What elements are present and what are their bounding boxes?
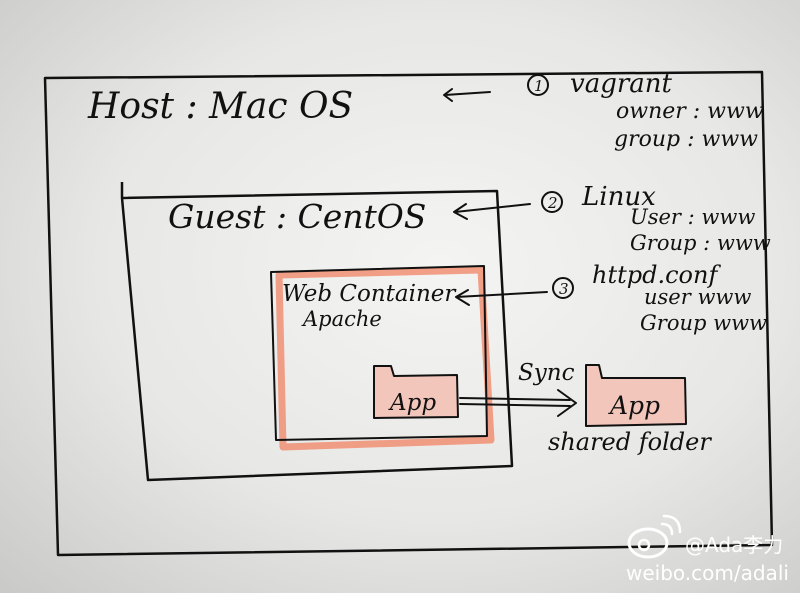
note-2-line2: Group : www <box>630 231 771 255</box>
note-3-number: 3 <box>559 280 569 298</box>
note-1-title: vagrant <box>570 69 673 99</box>
guest-box <box>120 182 514 482</box>
apache-label: Apache <box>301 307 382 331</box>
watermark: @Ada李力 weibo.com/adali <box>626 514 789 585</box>
watermark-url: weibo.com/adali <box>626 561 789 585</box>
web-container-label: Web Container <box>282 281 457 307</box>
note-1-number-circle <box>527 74 549 96</box>
web-container-box <box>270 265 488 441</box>
weibo-icon <box>627 514 682 559</box>
app-folder-shared <box>585 364 687 427</box>
web-container-highlight <box>275 266 495 451</box>
app-label-guest: App <box>388 390 436 416</box>
note-2-number-circle <box>541 191 563 213</box>
note-3-line1: user www <box>644 285 751 309</box>
shared-folder-label: shared folder <box>548 428 712 456</box>
note-3: 3 httpd.conf user www Group www <box>552 261 767 335</box>
note-2: 2 Linux User : www Group : www <box>541 182 771 255</box>
note-3-line2: Group www <box>640 311 767 335</box>
watermark-handle: @Ada李力 <box>685 533 783 557</box>
host-box <box>43 70 774 557</box>
note-1-number: 1 <box>534 77 544 95</box>
note-2-line1: User : www <box>630 205 755 229</box>
host-label: Host : Mac OS <box>87 86 353 127</box>
arrow-linux-guest <box>453 203 531 220</box>
note-1-line1: owner : www <box>616 99 764 124</box>
note-3-title: httpd.conf <box>592 261 721 289</box>
note-2-title: Linux <box>581 182 656 212</box>
sync-label: Sync <box>518 360 575 386</box>
note-1: 1 vagrant owner : www group : www <box>527 69 764 152</box>
note-1-line2: group : www <box>614 127 758 152</box>
arrow-httpd-web <box>455 289 548 306</box>
guest-label: Guest : CentOS <box>168 197 426 236</box>
note-2-number: 2 <box>547 194 558 212</box>
app-label-shared: App <box>608 391 660 420</box>
note-3-number-circle <box>552 277 574 299</box>
sync-arrow <box>459 389 577 417</box>
app-folder-guest <box>373 365 459 419</box>
arrow-host-vagrant <box>443 88 491 102</box>
